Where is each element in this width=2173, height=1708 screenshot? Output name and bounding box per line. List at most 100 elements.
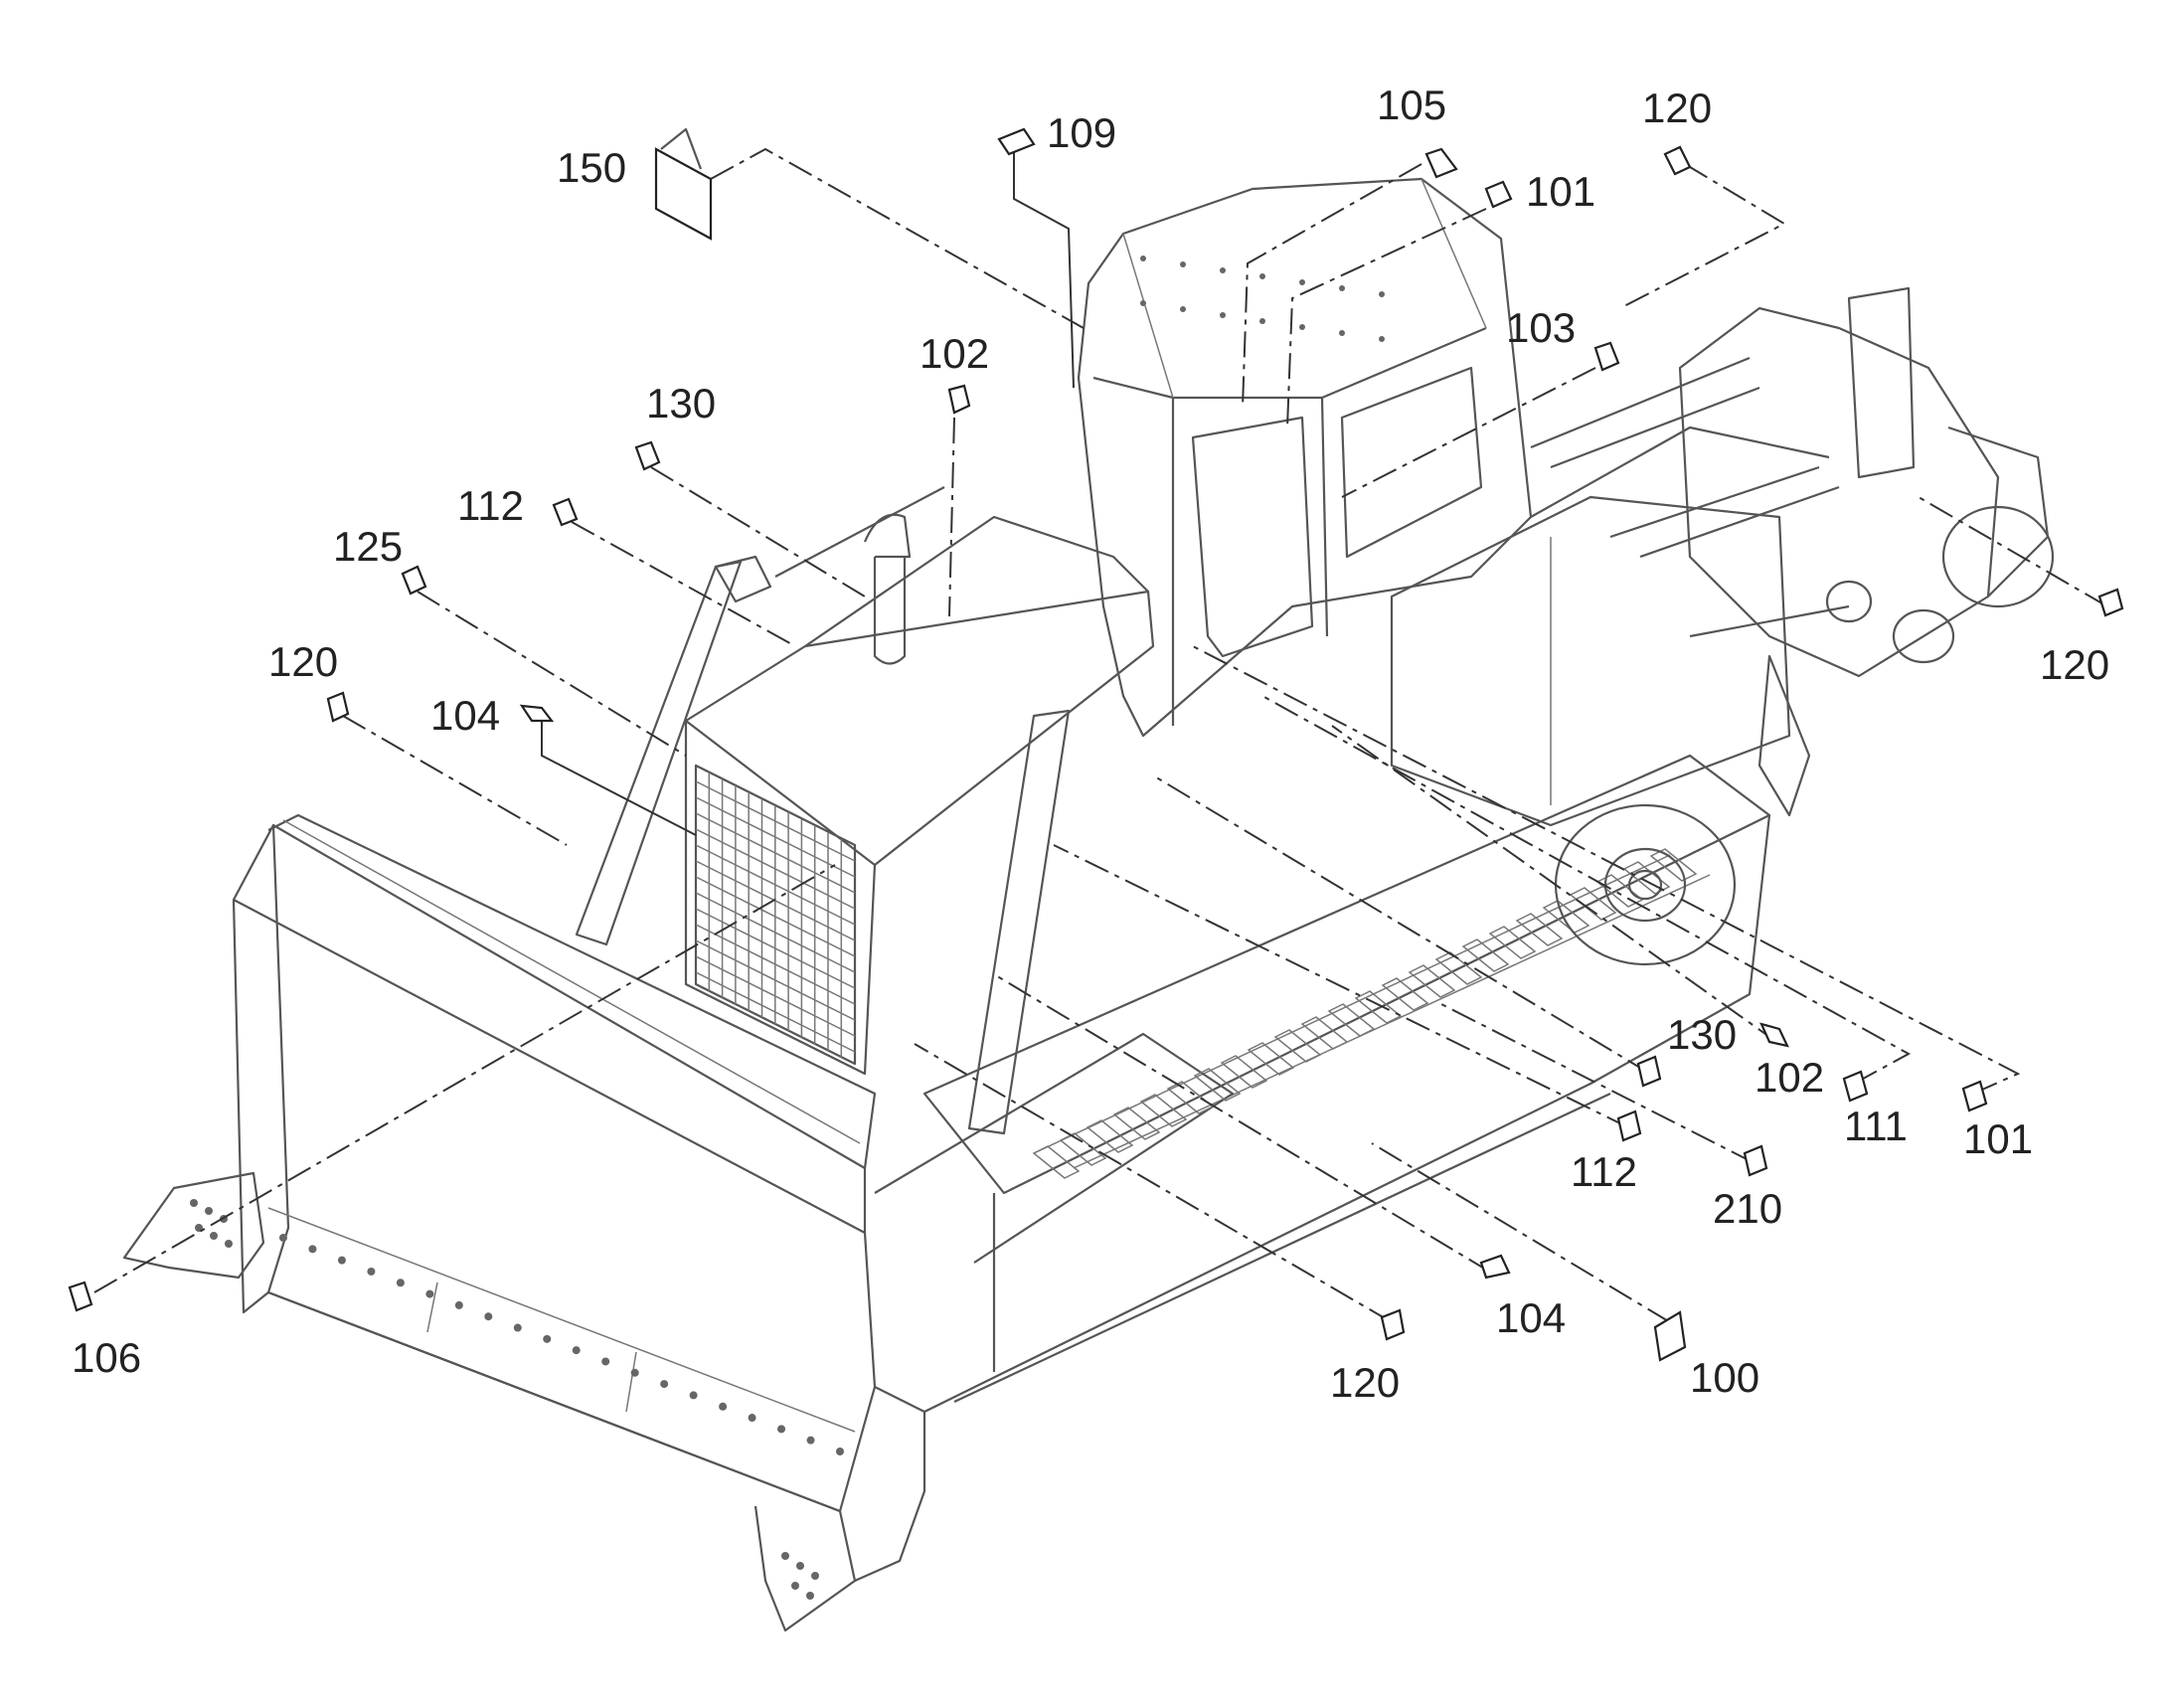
grille-bar: [695, 876, 856, 957]
bolt-hole: [836, 1448, 844, 1455]
roof-dot: [1299, 324, 1305, 330]
bolt-hole: [543, 1334, 552, 1343]
reference-numerals: 150 109 105 101 120 103 102 130 112 125 …: [72, 82, 2109, 1406]
roof-dot: [1180, 261, 1186, 267]
track-shoe: [1273, 1029, 1322, 1063]
ref-102-bottom: 102: [1755, 1054, 1824, 1101]
leader-120-left: [342, 715, 568, 846]
leader-130-top: [650, 466, 866, 598]
bolt-hole: [806, 1592, 814, 1600]
leader-105: [1242, 163, 1422, 409]
ref-101-top: 101: [1526, 168, 1595, 215]
track-shoe: [1112, 1107, 1161, 1140]
tag-105: [1424, 147, 1458, 179]
ref-120-right: 120: [2040, 641, 2109, 688]
roof-dot: [1140, 300, 1146, 306]
bolt-hole: [210, 1232, 218, 1240]
bolt-hole: [337, 1256, 346, 1265]
tag-112-bottom: [1616, 1110, 1642, 1142]
tag-102-top: [947, 384, 971, 415]
grille-bar: [695, 844, 856, 926]
ref-101-bottom: 101: [1963, 1115, 2033, 1162]
bolt-hole: [454, 1300, 463, 1309]
grille-bar: [695, 939, 856, 1021]
leader-150: [710, 147, 1085, 329]
blade-bolt-holes: [190, 1199, 844, 1600]
bolt-hole: [660, 1380, 669, 1389]
grille-bar: [695, 860, 856, 941]
ref-100: 100: [1690, 1354, 1759, 1401]
ref-120-left: 120: [268, 638, 338, 685]
track-shoe: [1300, 1016, 1349, 1050]
bolt-hole: [777, 1425, 786, 1434]
tag-125: [401, 565, 427, 596]
ref-120-bottom: 120: [1330, 1359, 1400, 1406]
ref-210: 210: [1713, 1185, 1782, 1232]
track-shoe: [1569, 887, 1617, 921]
track-shoe: [1488, 926, 1537, 959]
tag-150: [654, 147, 713, 241]
roof-dot: [1299, 279, 1305, 285]
bolt-hole: [205, 1207, 213, 1215]
leader-102-top: [948, 417, 955, 617]
bolt-hole: [279, 1234, 287, 1242]
tag-111: [1842, 1070, 1869, 1103]
roof-dot: [1379, 291, 1385, 297]
leader-120-right: [1918, 496, 2108, 607]
bolt-hole: [791, 1582, 799, 1590]
leader-100: [1371, 1142, 1671, 1323]
tag-100: [1653, 1310, 1687, 1362]
leader-101-bottom: [1192, 645, 2021, 1095]
tag-120-bottom: [1380, 1308, 1406, 1341]
grille-bar: [695, 971, 856, 1053]
tag-101-bottom: [1961, 1080, 1988, 1112]
track-shoe: [1354, 990, 1403, 1024]
grille-bar: [695, 924, 856, 1005]
leader-111: [1261, 695, 1912, 1085]
leader-112-top: [571, 521, 796, 647]
ref-112-top: 112: [457, 482, 524, 529]
leader-101-top: [1286, 208, 1487, 428]
label-tags: [68, 127, 2124, 1362]
ref-112-bottom: 112: [1571, 1148, 1637, 1195]
bolt-hole: [308, 1245, 317, 1254]
roof-dot: [1220, 312, 1226, 318]
roof-dot: [1259, 318, 1265, 324]
tag-210: [1743, 1144, 1768, 1177]
ref-111: 111: [1844, 1103, 1908, 1149]
leader-112-bottom: [1053, 844, 1631, 1129]
ref-130-bottom: 130: [1667, 1011, 1737, 1058]
cab-roof-dots: [1140, 256, 1385, 342]
ref-106: 106: [72, 1334, 141, 1381]
operator-cab: [1077, 177, 1533, 738]
leader-lines: [93, 147, 2108, 1323]
track-shoe: [1220, 1055, 1268, 1089]
leader-102-bottom: [1331, 725, 1780, 1045]
grille-bar: [695, 892, 856, 973]
track-frame: [874, 754, 1771, 1413]
bolt-hole: [484, 1312, 493, 1321]
ref-109: 109: [1047, 109, 1116, 156]
ref-104-bottom: 104: [1496, 1294, 1566, 1341]
track-shoe: [1139, 1094, 1188, 1127]
track-shoe: [1408, 964, 1456, 998]
leader-210: [1440, 1003, 1755, 1164]
ref-125: 125: [333, 523, 403, 570]
bolt-hole: [811, 1572, 819, 1580]
grille-bar: [695, 796, 856, 878]
tag-101-top: [1484, 180, 1513, 209]
roof-dot: [1259, 273, 1265, 279]
bolt-hole: [425, 1289, 434, 1298]
roof-dot: [1220, 267, 1226, 273]
leader-120-bottom: [914, 1043, 1393, 1323]
track-shoe: [1193, 1068, 1242, 1102]
bolt-hole: [796, 1562, 804, 1570]
track-shoe: [1247, 1042, 1295, 1076]
bolt-hole: [195, 1224, 203, 1232]
leader-104-bottom: [993, 973, 1492, 1274]
bolt-hole: [748, 1414, 756, 1423]
tag-130-top: [634, 440, 661, 471]
bolt-hole: [719, 1402, 728, 1411]
bolt-hole: [630, 1368, 639, 1377]
